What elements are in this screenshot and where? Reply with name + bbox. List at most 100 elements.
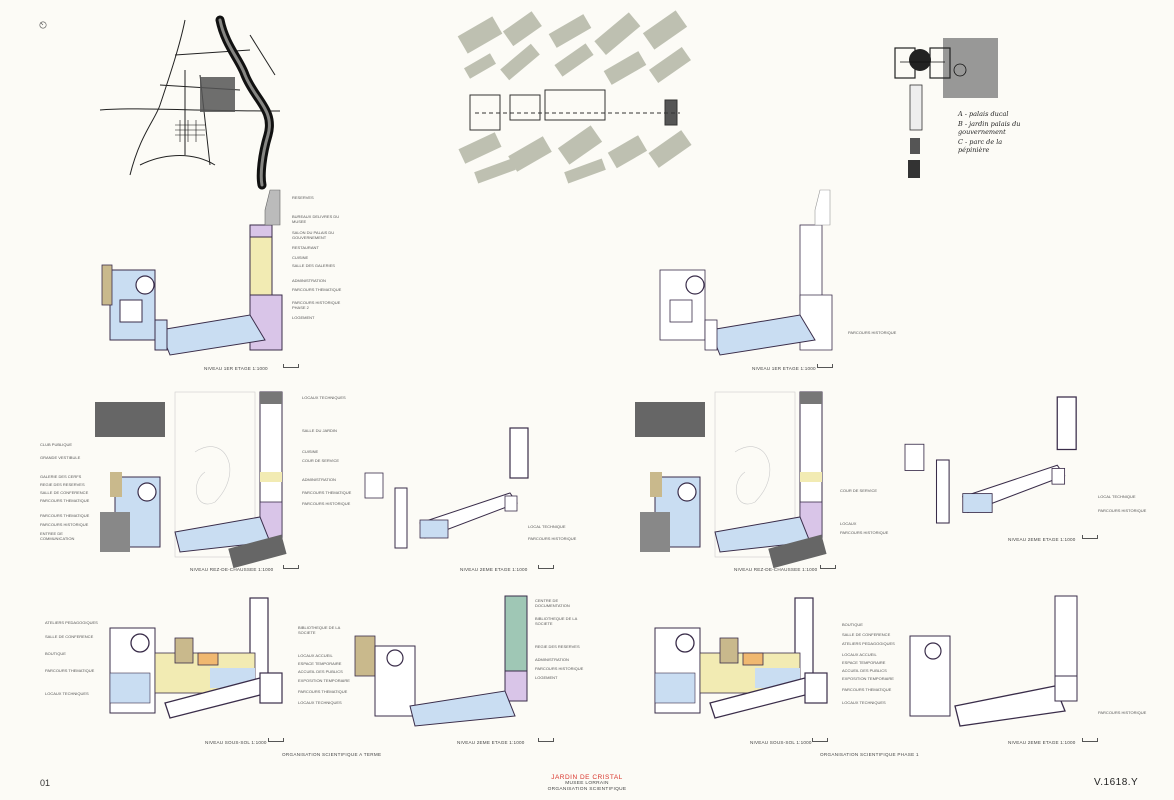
scale-bar: [812, 738, 828, 742]
museum-name: MUSEE LORRAIN: [565, 781, 609, 786]
site-sketch-map: [99, 15, 281, 190]
sketch-note-c: C - parc de la pépinière: [958, 138, 1003, 154]
legend-item: COUR DE SERVICE: [302, 458, 340, 463]
legend-item: ADMINISTRATION: [302, 477, 336, 482]
legend-item: ACCUEIL DES PUBLICS: [298, 669, 343, 674]
legend-item: PARCOURS THEMATIQUE: [45, 668, 95, 673]
legend-item: LOCAUX: [840, 521, 857, 526]
legend-item: SALLE DE CONFERENCE: [40, 490, 89, 495]
legend-item: SALLE DE CONFERENCE: [842, 632, 891, 637]
orientation-mark-icon: [39, 21, 47, 29]
legend-rdc-left-a: CLUB PUBLIQUE GRANDE VESTIBULE GALERIE D…: [40, 442, 95, 541]
legend-item: CUISINE: [302, 449, 319, 454]
legend-level1-left: RESERVES BUREAUX DELIVRES DU MUSEE SALON…: [292, 195, 352, 320]
plan-rdc-left: [94, 391, 288, 569]
legend-item: CUISINE: [292, 255, 309, 260]
legend-item: LOCAL TECHNIQUE: [1098, 494, 1136, 499]
legend-item: ADMINISTRATION: [292, 278, 326, 283]
legend-item: LOCAUX ACCUEIL: [298, 653, 333, 658]
sketch-note-a: A - palais ducal: [958, 110, 1009, 118]
legend-item: PARCOURS HISTORIQUE: [302, 501, 351, 506]
legend-item: LOCAUX TECHNIQUES: [302, 395, 346, 400]
legend-item: SALON DU PALAIS DU GOUVERNEMENT: [292, 230, 335, 240]
plan-level2b-left: [354, 595, 528, 727]
caption-level2b-right: NIVEAU 2EME ETAGE 1:1000: [1008, 740, 1076, 745]
sketch-note-b: B - jardin palais du gouvernement: [958, 120, 1021, 136]
legend-item: PARCOURS HISTORIQUE: [535, 666, 584, 671]
caption-level2-right: NIVEAU 2EME ETAGE 1:1000: [1008, 537, 1076, 542]
plan-level2-right: [904, 396, 1077, 524]
scale-bar: [817, 364, 833, 368]
legend-item: ACCUEIL DES PUBLICS: [842, 668, 887, 673]
caption-level1-right: NIVEAU 1ER ETAGE 1:1000: [752, 366, 816, 371]
legend-item: PARCOURS THEMATIQUE: [842, 687, 892, 692]
plan-level2b-right: [909, 595, 1078, 727]
urban-watercolor-sketch: [457, 10, 692, 184]
legend-item: PARCOURS HISTORIQUE: [840, 530, 889, 535]
legend-item: LOCAUX TECHNIQUES: [842, 700, 886, 705]
legend-item: PARCOURS HISTORIQUE: [528, 536, 577, 541]
legend-item: ADMINISTRATION: [535, 657, 569, 662]
legend-level2-left: LOCAL TECHNIQUE PARCOURS HISTORIQUE: [528, 524, 583, 541]
drawing-code: V.1618.Y: [1094, 777, 1139, 788]
plan-rdc-right: [634, 391, 828, 569]
legend-item: ESPACE TEMPORAIRE: [842, 660, 886, 665]
scale-bar: [1082, 535, 1098, 539]
legend-level2b-left: CENTRE DE DOCUMENTATION BIBLIOTHEQUE DE …: [535, 598, 590, 680]
plan-level1-right: [659, 189, 833, 356]
legend-item: ATELIERS PEDAGOGIQUES: [842, 641, 895, 646]
legend-item: PARCOURS HISTORIQUE: [1098, 508, 1147, 513]
legend-item: REGIE DES RESERVES: [40, 482, 85, 487]
section-caption-left: ORGANISATION SCIENTIFIQUE A TERME: [282, 752, 382, 757]
legend-item: COUR DE SERVICE: [840, 488, 878, 493]
legend-basement-left-b: BIBLIOTHEQUE DE LA SOCIETE LOCAUX ACCUEI…: [298, 625, 353, 705]
legend-item: SALLE DES GALERIES: [292, 263, 335, 268]
legend-item: RESERVES: [292, 195, 314, 200]
scale-bar: [538, 565, 554, 569]
legend-item: PARCOURS HISTORIQUE: [1098, 710, 1147, 715]
legend-item: BOUTIQUE: [842, 622, 863, 627]
legend-item: PARCOURS HISTORIQUE: [40, 522, 89, 527]
section-caption-right: ORGANISATION SCIENTIFIQUE PHASE 1: [820, 752, 919, 757]
plan-basement-left: [109, 597, 283, 719]
page-number: 01: [40, 778, 51, 788]
caption-rdc-right: NIVEAU REZ-DE-CHAUSSEE 1:1000: [734, 567, 818, 572]
legend-item: BUREAUX DELIVRES DU MUSEE: [292, 214, 340, 224]
legend-basement-right: BOUTIQUE SALLE DE CONFERENCE ATELIERS PE…: [842, 622, 897, 705]
legend-item: LOGEMENT: [292, 315, 315, 320]
legend-item: CENTRE DE DOCUMENTATION: [535, 598, 570, 608]
legend-level2b-right: PARCOURS HISTORIQUE: [1098, 710, 1153, 715]
legend-item: PARCOURS THEMATIQUE: [298, 689, 348, 694]
legend-item: ATELIERS PEDAGOGIQUES: [45, 620, 98, 625]
legend-item: LOCAUX ACCUEIL: [842, 652, 877, 657]
legend-basement-left-a: ATELIERS PEDAGOGIQUES SALLE DE CONFERENC…: [45, 620, 100, 696]
legend-item: GRANDE VESTIBULE: [40, 455, 81, 460]
caption-level1-left: NIVEAU 1ER ETAGE 1:1000: [204, 366, 268, 371]
subject-title: ORGANISATION SCIENTIFIQUE: [547, 787, 627, 792]
legend-item: LOCAUX TECHNIQUES: [45, 691, 89, 696]
legend-item: EXPOSITION TEMPORAIRE: [298, 678, 350, 683]
legend-item: SALLE DU JARDIN: [302, 428, 337, 433]
legend-item: PARCOURS HISTORIQUE: [848, 330, 897, 335]
legend-item: BOUTIQUE: [45, 651, 66, 656]
legend-item: LOCAUX TECHNIQUES: [298, 700, 342, 705]
legend-item: ENTREE DE COMMUNICATION: [40, 531, 75, 541]
legend-item: PARCOURS THEMATIQUE: [40, 513, 90, 518]
legend-item: PARCOURS HISTORIQUE PHASE 2: [292, 300, 341, 310]
plan-basement-right: [654, 597, 828, 719]
scale-bar: [820, 565, 836, 569]
legend-level2-right: LOCAL TECHNIQUE PARCOURS HISTORIQUE: [1098, 494, 1153, 513]
legend-item: GALERIE DES CERFS: [40, 474, 82, 479]
legend-item: REGIE DES RESERVES: [535, 644, 580, 649]
legend-item: LOCAL TECHNIQUE: [528, 524, 566, 529]
legend-level1-right: PARCOURS HISTORIQUE: [848, 330, 903, 335]
scale-bar: [538, 738, 554, 742]
scale-bar: [268, 738, 284, 742]
legend-item: SALLE DE CONFERENCE: [45, 634, 94, 639]
legend-item: PARCOURS THEMATIQUE: [302, 490, 352, 495]
legend-item: BIBLIOTHEQUE DE LA SOCIETE: [535, 616, 578, 626]
scale-bar: [283, 565, 299, 569]
legend-item: EXPOSITION TEMPORAIRE: [842, 676, 894, 681]
legend-rdc-left-b: LOCAUX TECHNIQUES SALLE DU JARDIN CUISIN…: [302, 395, 354, 506]
legend-item: CLUB PUBLIQUE: [40, 442, 73, 447]
